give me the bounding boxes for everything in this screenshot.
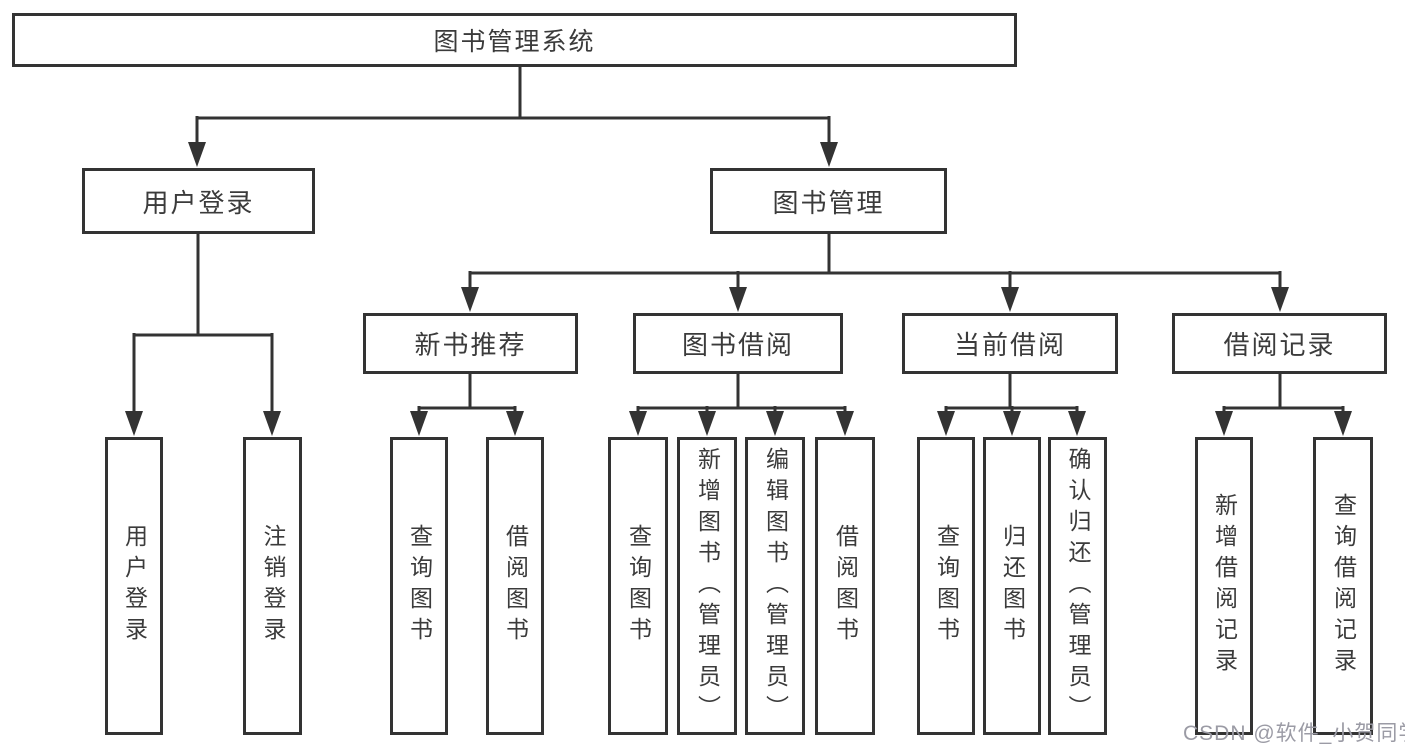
leaf-query-books-borrowing-label: 查询图书 — [625, 524, 652, 648]
leaf-confirm-return-admin-label: 确认归还（管理员） — [1065, 446, 1091, 726]
leaf-add-book-admin-label: 新增图书（管理员） — [694, 446, 721, 726]
node-current-borrowing: 当前借阅 — [902, 313, 1118, 374]
leaf-confirm-return-admin: 确认归还（管理员） — [1048, 437, 1107, 735]
leaf-return-books: 归还图书 — [983, 437, 1041, 735]
node-user-login-label: 用户登录 — [142, 187, 255, 218]
leaf-edit-book-admin: 编辑图书（管理员） — [745, 437, 805, 735]
leaf-return-books-label: 归还图书 — [999, 524, 1026, 648]
node-current-borrowing-label: 当前借阅 — [953, 330, 1066, 360]
leaf-borrow-books-borrowing-label: 借阅图书 — [832, 524, 859, 648]
leaf-add-borrow-record: 新增借阅记录 — [1195, 437, 1253, 735]
leaf-user-login: 用户登录 — [105, 437, 163, 735]
node-book-management-label: 图书管理 — [772, 187, 885, 218]
leaf-edit-book-admin-label: 编辑图书（管理员） — [762, 446, 789, 726]
node-book-management: 图书管理 — [710, 168, 947, 234]
node-user-login: 用户登录 — [82, 168, 315, 234]
node-root-label: 图书管理系统 — [433, 28, 596, 56]
leaf-query-books-current-label: 查询图书 — [933, 524, 960, 648]
leaf-query-books-current: 查询图书 — [917, 437, 975, 735]
node-borrowing-records: 借阅记录 — [1172, 313, 1387, 374]
leaf-query-borrow-record: 查询借阅记录 — [1313, 437, 1373, 735]
node-root-system: 图书管理系统 — [12, 13, 1017, 67]
leaf-query-borrow-record-label: 查询借阅记录 — [1330, 493, 1357, 679]
leaf-add-borrow-record-label: 新增借阅记录 — [1211, 493, 1238, 679]
leaf-logout: 注销登录 — [243, 437, 302, 735]
leaf-borrow-books-recommend-label: 借阅图书 — [502, 524, 529, 648]
node-book-borrowing: 图书借阅 — [633, 313, 843, 374]
node-book-borrowing-label: 图书借阅 — [681, 330, 794, 360]
leaf-query-books-borrowing: 查询图书 — [608, 437, 668, 735]
leaf-query-books-recommend: 查询图书 — [390, 437, 448, 735]
node-borrowing-records-label: 借阅记录 — [1223, 330, 1336, 360]
leaf-borrow-books-borrowing: 借阅图书 — [815, 437, 875, 735]
leaf-borrow-books-recommend: 借阅图书 — [486, 437, 544, 735]
leaf-query-books-recommend-label: 查询图书 — [406, 524, 433, 648]
node-new-book-recommendation: 新书推荐 — [363, 313, 578, 374]
leaf-add-book-admin: 新增图书（管理员） — [677, 437, 737, 735]
leaf-user-login-label: 用户登录 — [121, 524, 148, 648]
node-new-book-recommendation-label: 新书推荐 — [414, 330, 527, 360]
csdn-watermark: CSDN @软件_小贺同学 — [1183, 722, 1405, 745]
leaf-logout-label: 注销登录 — [260, 524, 286, 648]
